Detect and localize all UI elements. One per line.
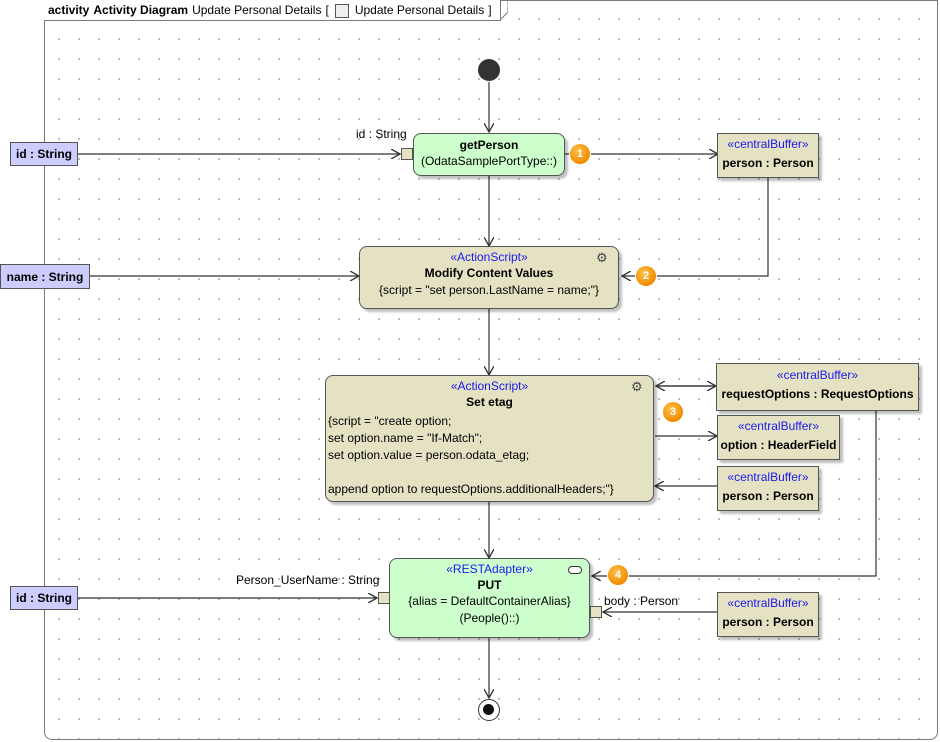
- buffer-name: person : Person: [722, 156, 814, 170]
- action-put[interactable]: «RESTAdapter» PUT {alias = DefaultContai…: [389, 558, 590, 638]
- frame-title: Activity Diagram: [93, 3, 189, 17]
- buffer-name: person : Person: [722, 489, 814, 503]
- buffer-name: person : Person: [722, 615, 814, 629]
- step-badge-2: 2: [636, 266, 656, 286]
- diagram-frame-tab: activity Activity Diagram Update Persona…: [44, 0, 508, 21]
- pin-label-put-username: Person_UserName : String: [236, 573, 380, 587]
- frame-tab-corner: [499, 0, 508, 20]
- action-getperson-detail: (OdataSamplePortType::): [420, 154, 558, 168]
- step-badge-1: 1: [570, 144, 590, 164]
- flow-requestoptions-to-put: [592, 411, 877, 576]
- stereotype-centralbuffer: «centralBuffer»: [727, 596, 809, 610]
- action-getperson-name: getPerson: [459, 138, 519, 152]
- central-buffer-person-3[interactable]: «centralBuffer» person : Person: [717, 592, 819, 637]
- central-buffer-option[interactable]: «centralBuffer» option : HeaderField: [717, 415, 840, 460]
- stereotype-centralbuffer: «centralBuffer»: [727, 470, 809, 484]
- stereotype-restadapter: «RESTAdapter»: [446, 562, 533, 576]
- gear-icon: ⚙: [631, 379, 643, 394]
- action-modify-content-values[interactable]: «ActionScript» Modify Content Values {sc…: [359, 246, 619, 309]
- action-getperson[interactable]: getPerson (OdataSamplePortType::): [413, 133, 565, 176]
- initial-node[interactable]: [478, 59, 500, 81]
- pin-label-getperson-id: id : String: [356, 127, 407, 141]
- script-line-3: set option.value = person.odata_etag;: [328, 448, 530, 462]
- parameter-name-label: name : String: [6, 269, 84, 284]
- action-modify-script: {script = "set person.LastName = name;"}: [379, 283, 599, 297]
- script-line-5: append option to requestOptions.addition…: [328, 482, 614, 496]
- stereotype-actionscript-2: «ActionScript»: [450, 379, 529, 393]
- frame-name: Update Personal Details: [192, 3, 322, 17]
- parameter-id-label: id : String: [16, 147, 72, 161]
- step-badge-3: 3: [663, 402, 683, 422]
- parameter-name[interactable]: name : String: [0, 264, 90, 289]
- rest-adapter-icon: [568, 566, 582, 574]
- script-line-4: [326, 464, 653, 481]
- activity-final-node[interactable]: [478, 699, 500, 721]
- central-buffer-person-2[interactable]: «centralBuffer» person : Person: [717, 466, 819, 511]
- action-put-name: PUT: [477, 578, 502, 592]
- action-put-detail: (People()::): [459, 611, 520, 625]
- gear-icon: ⚙: [596, 250, 608, 265]
- flow-buffer-to-modify: [622, 178, 769, 276]
- stereotype-centralbuffer: «centralBuffer»: [776, 368, 859, 382]
- pin-label-put-body: body : Person: [604, 594, 679, 608]
- script-line-2: set option.name = "If-Match";: [328, 431, 483, 445]
- parameter-id[interactable]: id : String: [10, 142, 78, 166]
- step-badge-4: 4: [608, 565, 628, 585]
- frame-bracket-open: [: [325, 3, 329, 17]
- stereotype-centralbuffer: «centralBuffer»: [737, 419, 820, 433]
- central-buffer-requestoptions[interactable]: «centralBuffer» requestOptions : Request…: [716, 363, 919, 411]
- action-set-etag[interactable]: «ActionScript» Set etag {script = "creat…: [325, 375, 654, 502]
- input-pin-put-body[interactable]: [590, 606, 602, 618]
- parameter-id-2[interactable]: id : String: [10, 586, 78, 610]
- frame-kind: activity: [48, 3, 90, 17]
- frame-bracket-close: ]: [488, 3, 492, 17]
- diagram-icon: [334, 4, 349, 18]
- action-set-etag-name: Set etag: [466, 395, 513, 409]
- input-pin-put-username[interactable]: [378, 592, 390, 604]
- buffer-name: requestOptions : RequestOptions: [721, 387, 914, 401]
- stereotype-centralbuffer: «centralBuffer»: [727, 137, 809, 151]
- stereotype-actionscript: «ActionScript»: [450, 250, 528, 264]
- script-line-1: {script = "create option;: [328, 414, 452, 428]
- action-put-alias: {alias = DefaultContainerAlias}: [408, 594, 571, 608]
- central-buffer-person-1[interactable]: «centralBuffer» person : Person: [717, 133, 819, 178]
- frame-link-name[interactable]: Update Personal Details: [354, 3, 485, 17]
- buffer-name: option : HeaderField: [720, 438, 837, 452]
- parameter-id-2-label: id : String: [16, 591, 72, 605]
- action-modify-name: Modify Content Values: [424, 266, 554, 280]
- input-pin-getperson-id[interactable]: [401, 148, 413, 160]
